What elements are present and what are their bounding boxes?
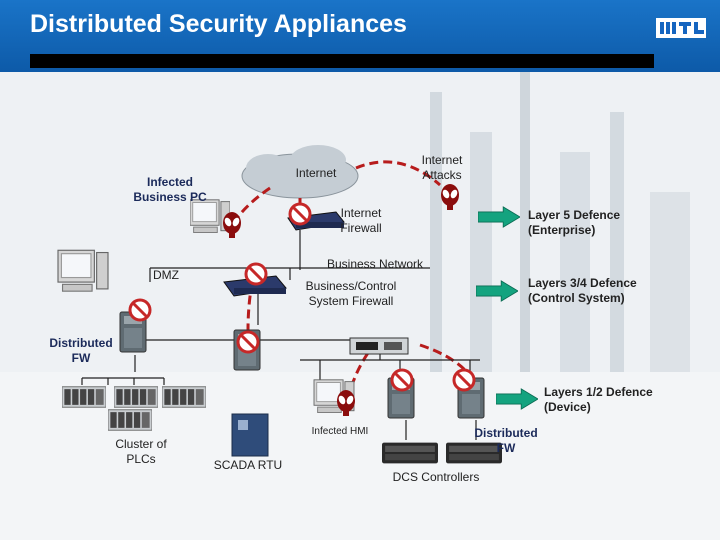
- infected-business-pc-label: Infected Business PC: [133, 175, 207, 204]
- internet-label: Internet: [295, 166, 337, 180]
- dcs-controller-icon: [382, 442, 438, 464]
- plc-icon: [62, 386, 106, 408]
- infected-hmi-label: Infected HMI: [311, 426, 369, 437]
- dmz-label: DMZ: [153, 268, 179, 282]
- distributed-fw-right-label: Distributed FW: [474, 426, 538, 455]
- arrow-right-icon: [496, 388, 538, 410]
- header-bar: Distributed Security Appliances: [0, 0, 720, 72]
- alien-icon: [223, 212, 241, 238]
- layers12-defence-label: Layers 1/2 Defence (Device): [544, 385, 653, 414]
- internet-cloud-icon: [241, 145, 359, 199]
- no-entry-icon: [128, 298, 152, 322]
- network-switch-icon: [349, 337, 409, 355]
- arrow-right-icon: [478, 206, 520, 228]
- page-title: Distributed Security Appliances: [30, 10, 407, 38]
- business-network-label: Business Network: [326, 257, 424, 271]
- distributed-fw-left-label: Distributed FW: [49, 336, 113, 365]
- alien-icon: [441, 184, 459, 210]
- dmz-server-pc-icon: [57, 249, 109, 292]
- layers34-defence-label: Layers 3/4 Defence (Control System): [528, 276, 637, 305]
- cluster-of-plcs-label: Cluster of PLCs: [115, 437, 167, 466]
- mtl-logo-icon: [656, 18, 706, 38]
- scada-rtu-icon: [231, 413, 269, 457]
- no-entry-icon: [244, 262, 268, 286]
- layer5-defence-label: Layer 5 Defence (Enterprise): [528, 208, 621, 237]
- no-entry-icon: [452, 368, 476, 392]
- dcs-controllers-label: DCS Controllers: [392, 470, 480, 484]
- internet-firewall-label: Internet Firewall: [340, 206, 382, 235]
- no-entry-icon: [288, 202, 312, 226]
- arrow-right-icon: [476, 280, 518, 302]
- no-entry-icon: [390, 368, 414, 392]
- internet-attacks-label: Internet Attacks: [421, 153, 463, 182]
- plc-icon: [108, 409, 152, 431]
- plc-icon: [162, 386, 206, 408]
- no-entry-icon: [236, 330, 260, 354]
- business-control-firewall-label: Business/Control System Firewall: [305, 279, 397, 308]
- title-underline-bar: [30, 54, 654, 68]
- scada-rtu-label: SCADA RTU: [213, 458, 283, 472]
- plc-icon: [114, 386, 158, 408]
